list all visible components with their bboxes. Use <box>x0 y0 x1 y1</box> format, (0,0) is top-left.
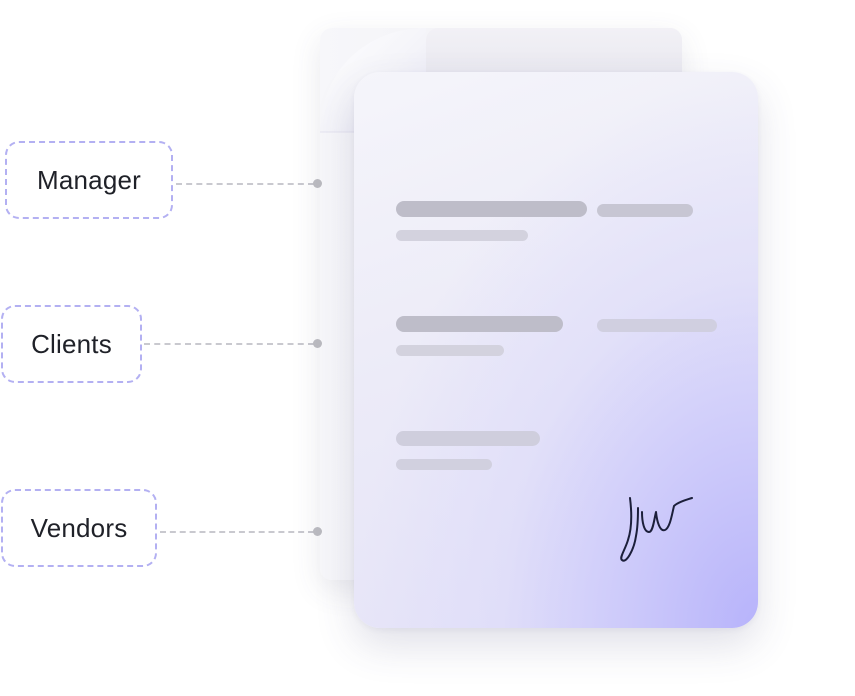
text-placeholder-line <box>597 319 717 332</box>
clients-label-text: Clients <box>31 328 112 359</box>
vendors-label-text: Vendors <box>30 512 128 543</box>
signature-icon <box>620 497 693 562</box>
clients-label: Clients <box>1 305 142 383</box>
text-placeholder-line <box>396 459 492 470</box>
text-placeholder-line <box>396 201 587 217</box>
text-placeholder-line <box>396 345 504 356</box>
text-placeholder-line <box>396 316 563 332</box>
text-placeholder-line <box>396 230 528 241</box>
vendors-label: Vendors <box>1 489 157 567</box>
clients-connector <box>144 343 314 345</box>
manager-connector <box>176 183 314 185</box>
manager-label: Manager <box>5 141 173 219</box>
text-placeholder-line <box>396 431 540 446</box>
clients-connector-dot <box>313 339 322 348</box>
text-placeholder-line <box>597 204 693 217</box>
vendors-connector <box>160 531 314 533</box>
manager-label-text: Manager <box>36 164 142 195</box>
manager-connector-dot <box>313 179 322 188</box>
vendors-connector-dot <box>313 527 322 536</box>
